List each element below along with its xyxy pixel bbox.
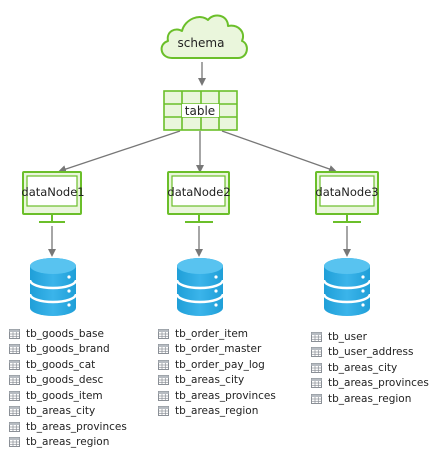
table-list-item: tb_areas_region <box>311 391 429 407</box>
table-icon <box>158 406 169 417</box>
table-list-item: tb_areas_city <box>158 373 276 389</box>
node2-table-list: tb_order_item tb_order_master tb_order_pay… <box>158 326 276 419</box>
node3-table-list: tb_user tb_user_address tb_areas_city tb_ar… <box>311 329 429 407</box>
table-icon <box>311 393 322 404</box>
table-list-item: tb_order_master <box>158 342 276 358</box>
arrow-table-to-node3 <box>221 130 337 173</box>
table-icon <box>311 331 322 342</box>
data-node-1: dataNode1 <box>21 171 85 223</box>
table-name: tb_user <box>328 330 367 343</box>
monitor-icon <box>315 171 379 223</box>
table-name: tb_areas_region <box>175 405 259 418</box>
table-icon <box>158 375 169 386</box>
table-name: tb_user_address <box>328 346 414 359</box>
table-name: tb_areas_provinces <box>328 377 429 390</box>
table-icon <box>158 390 169 401</box>
table-list-item: tb_user <box>311 329 429 345</box>
data-node-label: dataNode3 <box>315 185 378 199</box>
schema-cloud: schema <box>160 14 248 59</box>
database-icon <box>175 258 225 316</box>
table-list-item: tb_areas_provinces <box>311 376 429 392</box>
table-icon <box>158 344 169 355</box>
table-name: tb_order_item <box>175 327 249 340</box>
data-node-2: dataNode2 <box>167 171 231 223</box>
data-node-3: dataNode3 <box>315 171 379 223</box>
table-list-item: tb_order_pay_log <box>158 357 276 373</box>
table-icon <box>311 378 322 389</box>
table-list-item: tb_areas_region <box>158 404 276 420</box>
database-icon <box>28 258 78 316</box>
arrow-table-to-node1 <box>58 130 181 173</box>
table-icon <box>9 390 20 401</box>
table-list-item: tb_goods_base <box>9 326 127 342</box>
table-icon <box>311 362 322 373</box>
table-icon <box>9 375 20 386</box>
table-label: table <box>185 104 215 118</box>
table-icon <box>9 328 20 339</box>
monitor-icon <box>22 171 82 223</box>
table-icon <box>9 421 20 432</box>
table-list-item: tb_user_address <box>311 345 429 361</box>
table-list-item: tb_goods_item <box>9 388 127 404</box>
table-name: tb_areas_provinces <box>175 389 276 402</box>
table-name: tb_goods_item <box>26 389 103 402</box>
schema-label: schema <box>178 36 225 50</box>
table-name: tb_areas_city <box>328 361 398 374</box>
table-list-item: tb_areas_city <box>9 404 127 420</box>
table-list-item: tb_areas_provinces <box>9 419 127 435</box>
table-list-item: tb_areas_region <box>9 435 127 451</box>
table-name: tb_areas_region <box>328 392 412 405</box>
table-list-item: tb_areas_city <box>311 360 429 376</box>
table-name: tb_areas_city <box>26 405 96 418</box>
table-name: tb_areas_city <box>175 374 245 387</box>
connectors <box>48 62 351 257</box>
table-name: tb_goods_base <box>26 327 104 340</box>
table-name: tb_goods_desc <box>26 374 104 387</box>
table-node: table <box>163 90 238 131</box>
table-name: tb_areas_region <box>26 436 110 449</box>
table-list-item: tb_goods_brand <box>9 342 127 358</box>
table-name: tb_goods_cat <box>26 358 96 371</box>
cloud-icon <box>160 14 248 59</box>
table-list-item: tb_goods_cat <box>9 357 127 373</box>
table-name: tb_areas_provinces <box>26 420 127 433</box>
database-icon <box>322 258 372 316</box>
table-icon <box>9 437 20 448</box>
table-name: tb_order_pay_log <box>175 358 265 371</box>
table-list-item: tb_order_item <box>158 326 276 342</box>
data-node-label: dataNode2 <box>167 185 230 199</box>
table-icon <box>311 347 322 358</box>
table-list-item: tb_areas_provinces <box>158 388 276 404</box>
table-list-item: tb_goods_desc <box>9 373 127 389</box>
table-icon <box>158 328 169 339</box>
table-icon <box>9 359 20 370</box>
table-icon <box>9 344 20 355</box>
table-icon <box>9 406 20 417</box>
monitor-icon <box>167 171 230 223</box>
data-node-label: dataNode1 <box>21 185 84 199</box>
table-icon <box>158 359 169 370</box>
table-name: tb_order_master <box>175 343 262 356</box>
table-name: tb_goods_brand <box>26 343 110 356</box>
